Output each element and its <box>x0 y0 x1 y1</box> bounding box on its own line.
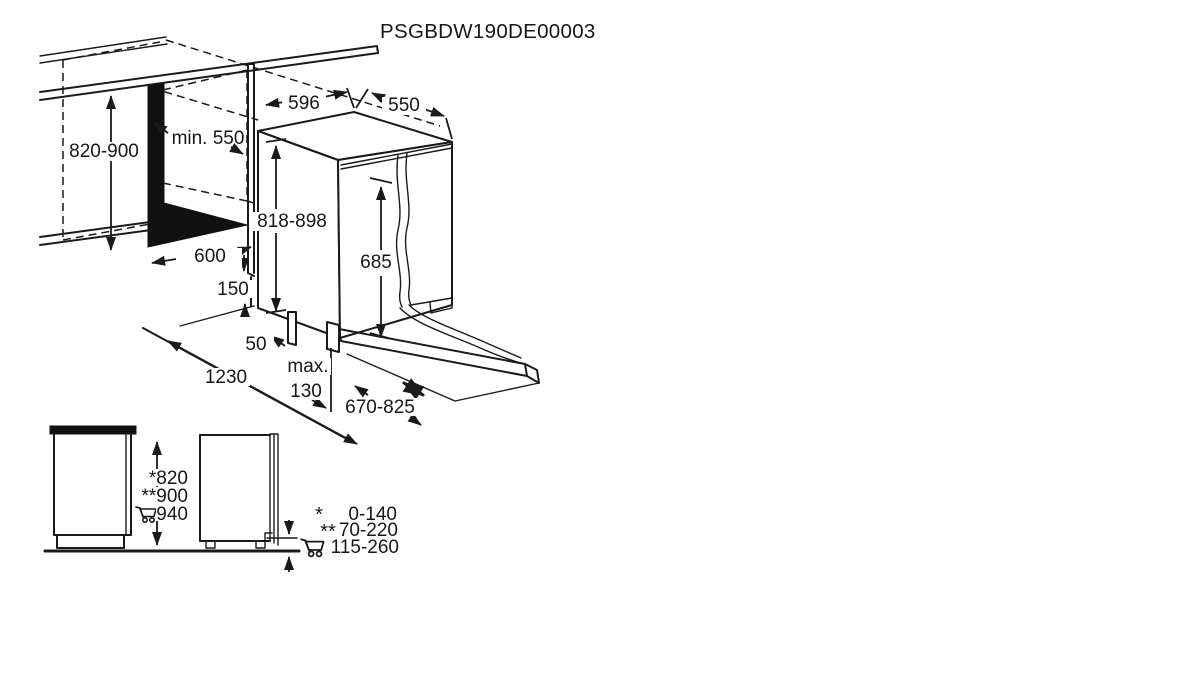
page-title: PSGBDW190DE00003 <box>380 20 596 43</box>
slide-direction-arrow <box>402 378 425 400</box>
dim-recess-max-label: max. <box>287 356 328 377</box>
dishwasher-unit <box>257 111 453 353</box>
dim-niche-width: 600 <box>194 246 226 267</box>
sliding-plinth-board <box>338 304 540 402</box>
door-panel-layers <box>269 433 279 546</box>
unit-base-step <box>339 297 453 339</box>
niche-shadow <box>147 82 248 248</box>
niche-side-panel <box>247 63 255 307</box>
door-panel-break-line <box>395 154 403 308</box>
front-foot <box>205 540 216 549</box>
rear-foot <box>255 540 266 549</box>
dim-door-panel-height: 685 <box>360 252 392 273</box>
side-view-cabinets <box>43 425 325 572</box>
countertop-back-edge <box>39 36 168 64</box>
unit-front-foot <box>287 311 297 346</box>
unit-front-face <box>337 141 453 339</box>
label-backgrounds <box>64 95 426 521</box>
cabinet-side-view <box>53 433 132 536</box>
adjustable-foot-bracket <box>264 532 298 542</box>
dim-niche-height: 820-900 <box>69 141 139 162</box>
legend-value-star: 0-140 <box>348 504 397 525</box>
dim-door-slide-range: 670-825 <box>345 397 415 418</box>
dim-unit-height: 818-898 <box>257 211 327 232</box>
dim-plinth-inset: 50 <box>245 334 266 355</box>
dim-niche-depth: min. 550 <box>172 128 245 149</box>
dim-unit-depth: 550 <box>388 95 420 116</box>
legend-symbol-star: * <box>315 504 323 526</box>
door-panel-bottom-edge <box>410 297 453 306</box>
unit-left-face <box>257 130 341 339</box>
dimension-lines <box>106 87 453 445</box>
legend-value-cart: 115-260 <box>331 537 399 558</box>
cabinet-bottom-edge <box>39 221 152 246</box>
height-cart: 940 <box>156 504 188 525</box>
height-double-star: **900 <box>142 486 189 507</box>
dim-plinth-height: 150 <box>217 279 249 300</box>
cabinet-plinth <box>56 534 125 549</box>
dim-recess-max-value: 130 <box>290 381 322 402</box>
legend-value-double-star: 70-220 <box>339 520 398 541</box>
dim-unit-width: 596 <box>288 93 320 114</box>
door-panel-top-edge <box>340 143 453 170</box>
unit-corner-foot <box>326 321 340 353</box>
legend-symbol-double-star: ** <box>320 521 336 543</box>
door-sheet-curve-2 <box>408 304 522 359</box>
plinth-end-cap <box>524 363 540 384</box>
dim-clearance-depth: 1230 <box>205 367 247 388</box>
side-view-labels: *820 **900 940 * 0-140 ** 70-220 115-260 <box>142 468 400 558</box>
dishwasher-side-view <box>199 434 271 542</box>
dimension-labels: PSGBDW190DE00003 820-900 min. 550 600 59… <box>69 20 595 418</box>
door-panel-break-line-2 <box>404 152 412 306</box>
countertop-edge <box>39 45 379 101</box>
door-sheet-curve <box>399 307 525 365</box>
height-star: *820 <box>149 468 188 489</box>
floor-edge-under-counter <box>179 305 255 327</box>
shopping-cart-icon <box>135 506 157 524</box>
worktop-slab <box>49 425 137 435</box>
